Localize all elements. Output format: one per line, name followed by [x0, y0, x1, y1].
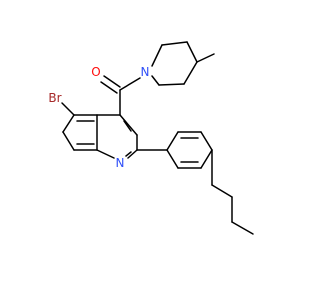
butyl-chain	[211, 149, 254, 235]
bromine-label: Br	[48, 91, 61, 105]
molecule-canvas: O N N Br	[48, 41, 254, 235]
oxygen-label: O	[91, 65, 100, 79]
carbonyl-to-piperidine-bond	[119, 77, 141, 91]
bromine-bond	[61, 102, 75, 116]
phenyl-ring	[136, 131, 213, 169]
quinoline-benzo-ring	[61, 102, 98, 151]
quinoline-nitrogen-label: N	[116, 156, 125, 170]
piperidine-ring	[151, 41, 215, 86]
methyl-bond	[196, 53, 215, 63]
carbonyl-bond	[100, 75, 121, 94]
structure-diagram: O N N Br	[48, 41, 254, 235]
quinoline-pyridine-ring	[96, 114, 138, 159]
piperidine-nitrogen-label: N	[141, 65, 150, 79]
